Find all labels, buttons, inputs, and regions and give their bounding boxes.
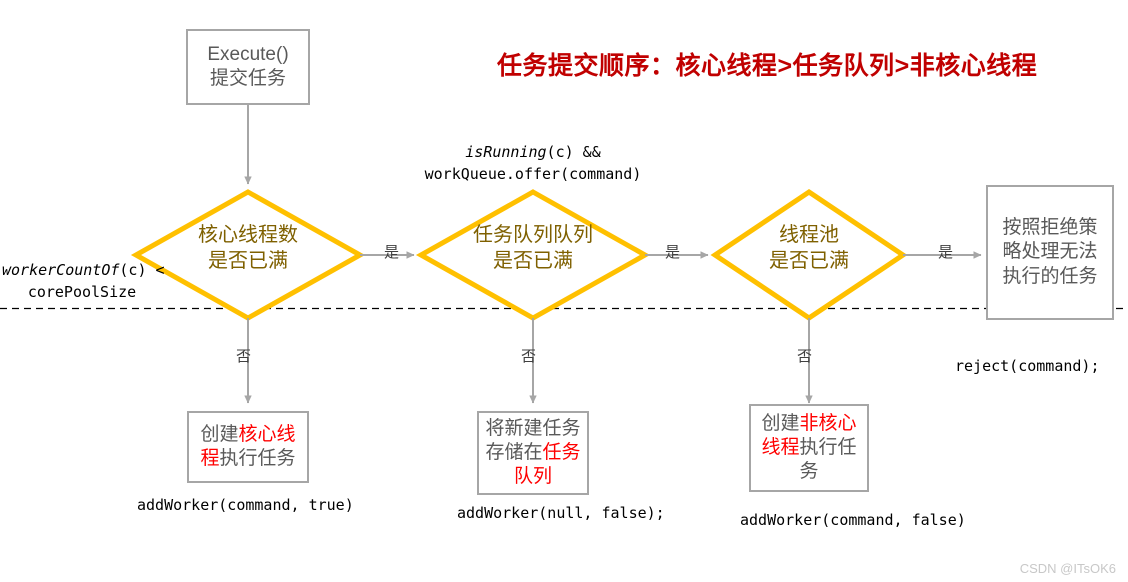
store-in-queue-box: 将新建任务 存储在任务 队列: [477, 411, 589, 495]
reject-policy-line3: 执行的任务: [1002, 265, 1098, 287]
create-noncore-thread-box: 创建非核心 线程执行任 务: [749, 404, 869, 492]
store-queue-highlight: 任务: [542, 441, 581, 463]
core-condition-annotation: workerCountOf(c) < corePoolSize: [2, 260, 165, 304]
queue-condition-annotation: isRunning(c) && workQueue.offer(command): [413, 142, 653, 186]
add-worker-noncore-annotation: addWorker(command, false): [740, 511, 966, 529]
start-box-line2: 提交任务: [209, 68, 286, 89]
edge-label-yes-queue: 是: [665, 244, 681, 261]
decision-thread-pool-label: 线程池 是否已满: [715, 222, 903, 274]
queue-condition-line1: isRunning(c) &&: [413, 142, 653, 164]
decision-thread-pool-line1: 线程池: [779, 224, 839, 246]
add-worker-core-annotation: addWorker(command, true): [137, 496, 354, 514]
core-condition-rest: (c) <: [119, 261, 165, 279]
decision-task-queue-line1: 任务队列队列: [473, 224, 593, 246]
queue-condition-line2: workQueue.offer(command): [424, 164, 642, 183]
create-noncore-post: 执行任: [799, 436, 857, 458]
decision-thread-pool-line2: 是否已满: [769, 250, 849, 272]
csdn-watermark: CSDN @ITsOK6: [1019, 561, 1116, 576]
create-core-post: 执行任务: [219, 448, 296, 469]
create-core-pre: 创建: [200, 423, 239, 445]
reject-policy-box: 按照拒绝策 略处理无法 执行的任务: [986, 185, 1114, 320]
reject-policy-line1: 按照拒绝策: [1002, 217, 1098, 239]
core-condition-line2: corePoolSize: [27, 282, 137, 301]
edge-label-yes-pool: 是: [938, 244, 954, 261]
start-box-line1: Execute(): [207, 43, 289, 65]
core-condition-method: workerCountOf: [2, 261, 120, 279]
start-box: Execute() 提交任务: [186, 29, 310, 105]
create-core-thread-box: 创建核心线 程执行任务: [187, 411, 309, 483]
create-core-highlight: 核心线: [238, 423, 296, 445]
queue-condition-method: isRunning: [465, 143, 547, 161]
create-noncore-pre: 创建: [761, 412, 800, 434]
edge-label-no-queue: 否: [521, 348, 537, 365]
reject-call-annotation: reject(command);: [955, 357, 1100, 375]
decision-core-threads-label: 核心线程数 是否已满: [136, 222, 360, 274]
core-condition-line1: workerCountOf(c) <: [2, 260, 165, 282]
queue-condition-rest: (c) &&: [546, 143, 601, 161]
create-noncore-highlight2: 线程: [761, 436, 800, 458]
edge-label-no-pool: 否: [797, 348, 813, 365]
create-core-highlight2: 程: [200, 448, 220, 469]
edge-label-yes-core: 是: [384, 244, 400, 261]
create-noncore-highlight: 非核心: [799, 412, 857, 434]
decision-core-threads-line2: 是否已满: [208, 250, 288, 272]
store-queue-line1: 将新建任务: [485, 417, 581, 439]
store-queue-highlight2: 队列: [513, 466, 552, 488]
store-queue-line2-pre: 存储在: [485, 441, 543, 463]
decision-core-threads-line1: 核心线程数: [198, 224, 298, 246]
create-noncore-post2: 务: [799, 461, 819, 483]
edge-label-no-core: 否: [236, 348, 252, 365]
decision-task-queue-label: 任务队列队列 是否已满: [421, 222, 645, 274]
diagram-title: 任务提交顺序：核心线程>任务队列>非核心线程: [497, 52, 1038, 80]
decision-task-queue-line2: 是否已满: [493, 250, 573, 272]
reject-policy-line2: 略处理无法: [1002, 241, 1098, 263]
add-worker-queue-annotation: addWorker(null, false);: [457, 504, 665, 522]
